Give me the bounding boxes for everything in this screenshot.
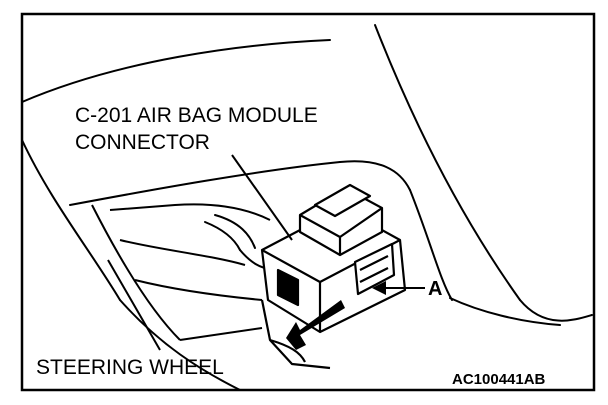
mounting-bracket (260, 299, 331, 370)
callout-a-label: A (428, 278, 442, 300)
airbag-connector (260, 183, 407, 334)
wire-harness (204, 214, 273, 270)
steering-wheel-label: STEERING WHEEL (36, 356, 224, 379)
panel-opening (91, 203, 271, 341)
pull-direction-arrow (286, 300, 345, 350)
figure-code: AC100441AB (452, 371, 546, 388)
callout-a-arrow (372, 281, 425, 295)
connector-label-line2: CONNECTOR (75, 131, 210, 154)
connector-label-line1: C-201 AIR BAG MODULE (75, 104, 318, 127)
figure-frame (20, 12, 596, 392)
dashboard-outline (21, 24, 593, 391)
leader-lines (107, 154, 293, 351)
